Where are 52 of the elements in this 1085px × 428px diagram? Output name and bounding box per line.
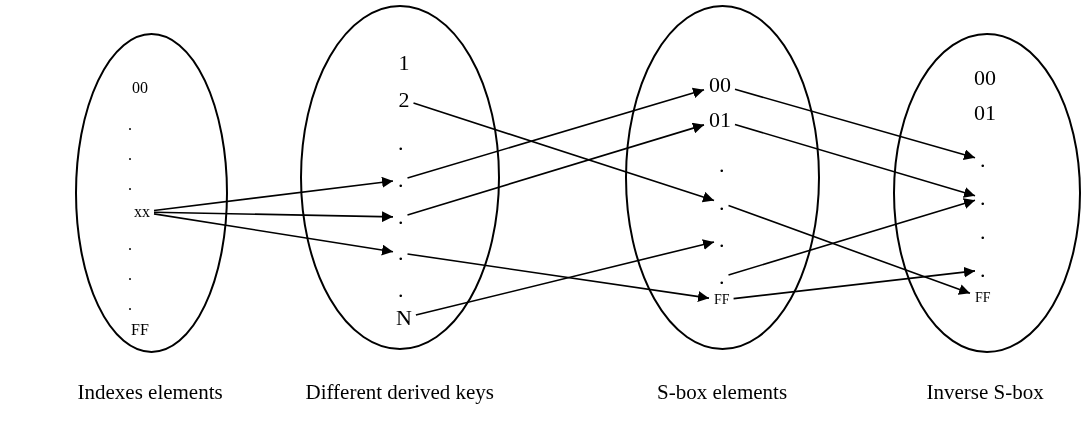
arrow bbox=[412, 102, 715, 203]
ellipse-outline bbox=[75, 33, 228, 353]
arrow bbox=[406, 87, 705, 179]
arrow bbox=[406, 253, 710, 302]
arrow bbox=[734, 88, 976, 161]
element-label: . bbox=[979, 221, 987, 243]
element-label: N bbox=[395, 307, 413, 329]
element-label: 00 bbox=[708, 74, 732, 96]
element-label: . bbox=[397, 242, 405, 264]
arrow bbox=[153, 176, 394, 212]
element-label: 01 bbox=[973, 102, 997, 124]
set-caption: S-box elements bbox=[657, 380, 788, 406]
arrow bbox=[153, 211, 394, 223]
element-label: FF bbox=[130, 322, 150, 338]
element-label: . bbox=[718, 266, 726, 288]
arrow bbox=[734, 123, 976, 198]
element-label: . bbox=[127, 267, 133, 283]
element-label: 00 bbox=[131, 80, 149, 96]
element-label: . bbox=[718, 192, 726, 214]
set-caption: Inverse S-box bbox=[926, 380, 1044, 406]
element-label: . bbox=[718, 154, 726, 176]
element-label: 01 bbox=[708, 109, 732, 131]
element-label: . bbox=[979, 187, 987, 209]
arrow bbox=[727, 204, 971, 295]
set-caption: Different derived keys bbox=[305, 380, 495, 406]
arrow bbox=[153, 213, 394, 256]
ellipse-outline bbox=[625, 5, 820, 350]
element-label: FF bbox=[974, 291, 992, 305]
element-label: . bbox=[127, 147, 133, 163]
element-label: xx bbox=[133, 204, 151, 220]
element-label: . bbox=[397, 279, 405, 301]
element-label: . bbox=[127, 117, 133, 133]
arrow bbox=[415, 239, 715, 316]
element-label: . bbox=[127, 177, 133, 193]
element-label: 1 bbox=[397, 52, 411, 74]
element-label: . bbox=[127, 237, 133, 253]
element-label: . bbox=[979, 149, 987, 171]
set-caption: Indexes elements bbox=[77, 380, 223, 406]
element-label: FF bbox=[713, 293, 731, 307]
element-label: . bbox=[718, 229, 726, 251]
element-label: . bbox=[397, 169, 405, 191]
element-label: . bbox=[397, 132, 405, 154]
element-label: 00 bbox=[973, 67, 997, 89]
ellipse-outline bbox=[893, 33, 1081, 353]
element-label: 2 bbox=[397, 89, 411, 111]
arrow bbox=[406, 122, 705, 216]
ellipse-outline bbox=[300, 5, 500, 350]
element-label: . bbox=[397, 206, 405, 228]
arrow bbox=[732, 266, 976, 300]
element-label: . bbox=[127, 297, 133, 313]
arrow bbox=[727, 198, 976, 276]
element-label: . bbox=[979, 259, 987, 281]
